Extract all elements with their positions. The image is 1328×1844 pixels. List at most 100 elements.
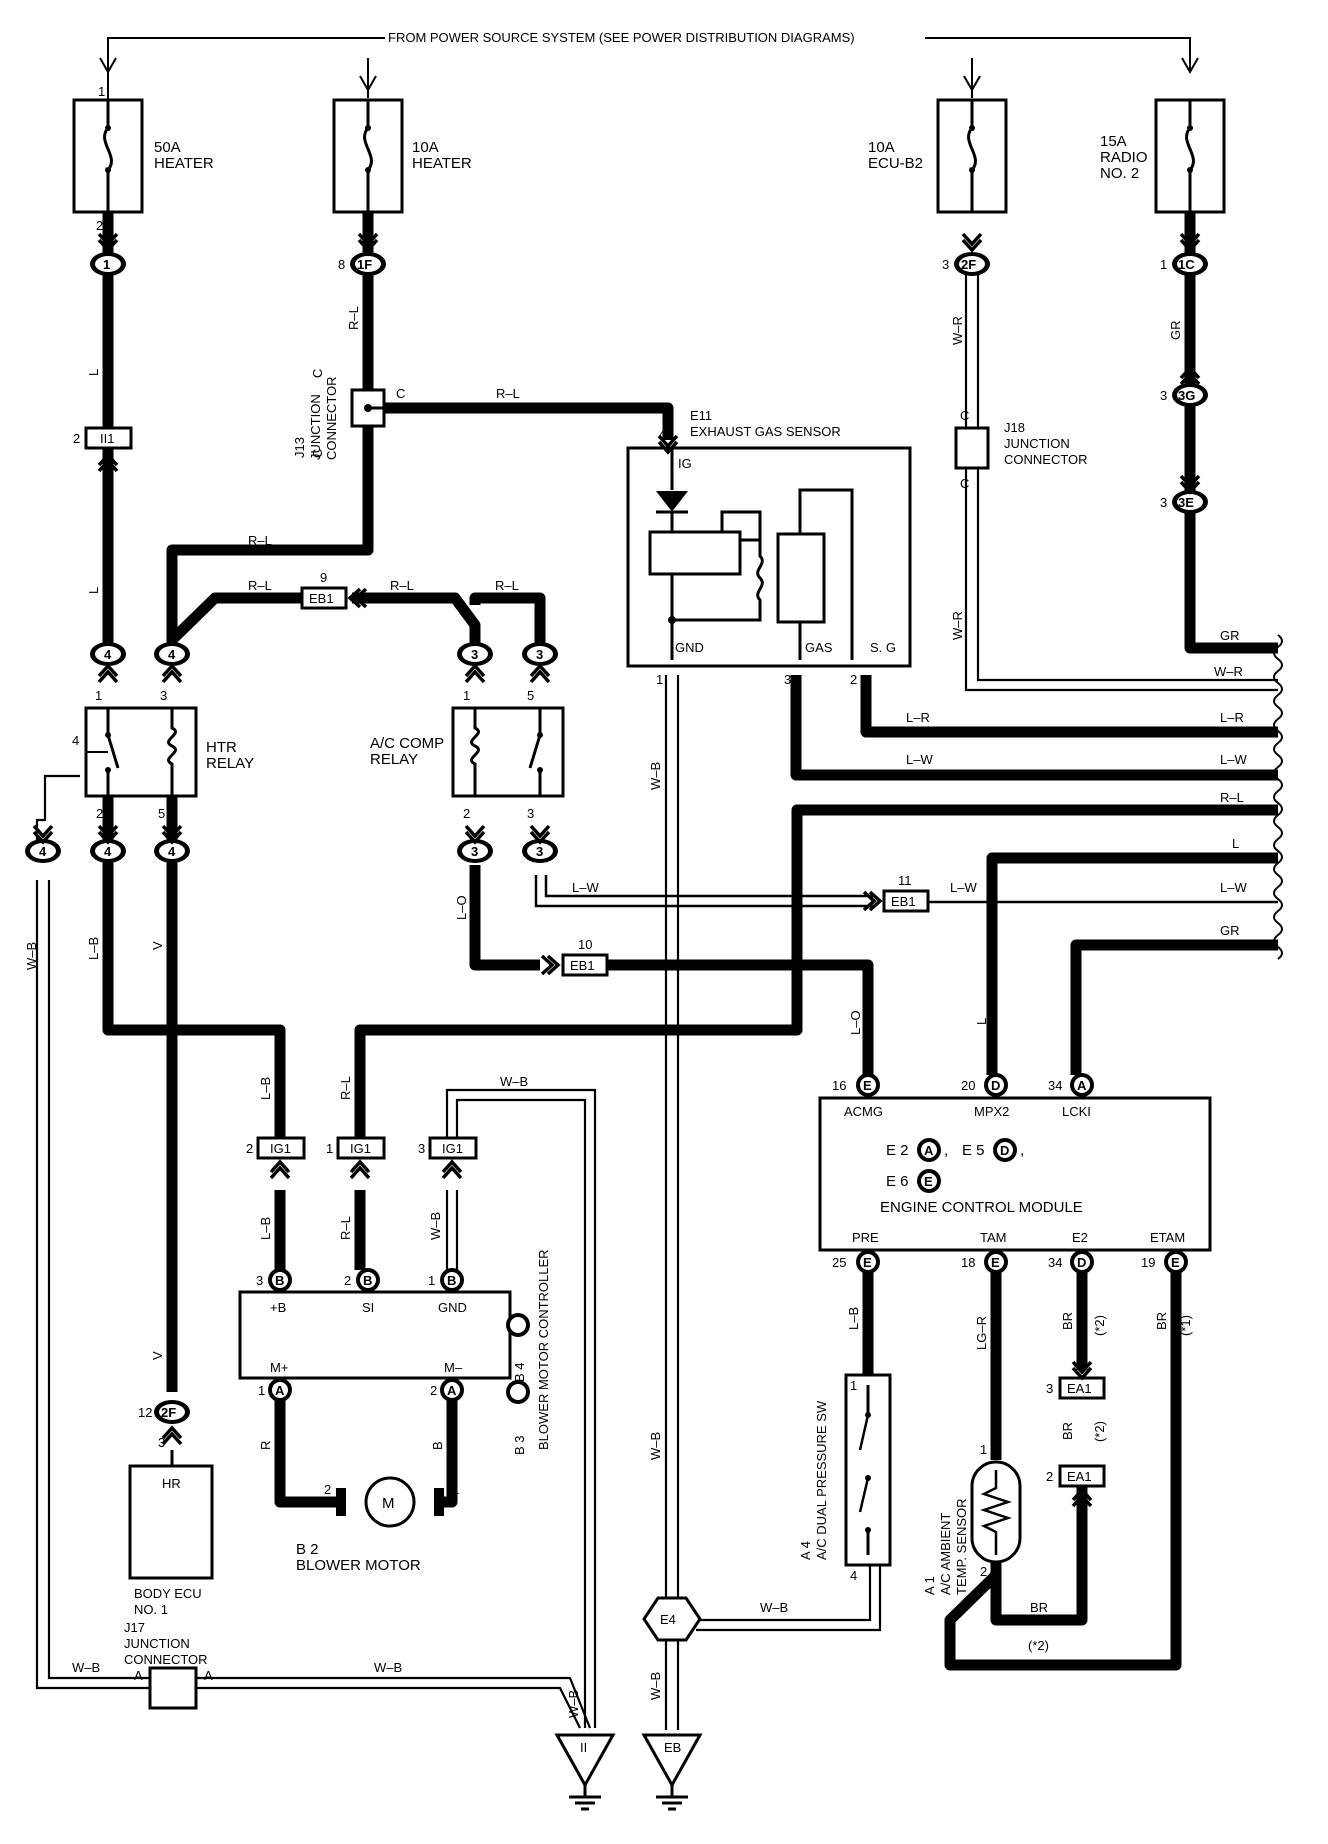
ecm-ref-e2: E 2 xyxy=(886,1142,909,1159)
wire-label-rl: R–L xyxy=(338,1076,353,1100)
wire-note-2: (*2) xyxy=(1028,1638,1049,1653)
connector-pin: 3 xyxy=(1046,1381,1053,1396)
ac-relay-line1: A/C COMP xyxy=(370,735,444,752)
wire-label-rl: R–L xyxy=(390,578,414,593)
connector-label: EB1 xyxy=(891,894,916,909)
wire-label-br: BR xyxy=(1060,1422,1075,1440)
fuse-10a-ecu-b2: 10A ECU-B2 xyxy=(868,98,1008,214)
dual-sw-pin4: 4 xyxy=(850,1568,857,1583)
connector-pin: 2 xyxy=(73,431,80,446)
wire-label-lw: L–W xyxy=(906,752,933,767)
amb-ref: A 1 xyxy=(922,1576,937,1595)
pin-num: 18 xyxy=(961,1255,975,1270)
j18-line2: CONNECTOR xyxy=(1004,452,1088,467)
wire-label-lo: L–O xyxy=(454,895,469,920)
wire-label-rl: R–L xyxy=(248,533,272,548)
connector-pin: 11 xyxy=(898,873,912,888)
blower-motor: M 2 1 B 2 BLOWER MOTOR xyxy=(296,1476,459,1574)
ground-left-label: II xyxy=(580,1740,587,1755)
connector-label: 4 xyxy=(39,844,47,859)
ecm-label-acmg: ACMG xyxy=(844,1104,883,1119)
engine-control-module: ACMG MPX2 LCKI E 2 A , E 5 D , E 6 E ENG… xyxy=(818,1096,1212,1252)
wire-label-v: V xyxy=(150,941,165,950)
wire-label-wr: W–R xyxy=(950,611,965,640)
wire-label-wb: W–B xyxy=(24,942,39,970)
amb-line2: TEMP. SENSOR xyxy=(954,1498,969,1595)
blower-motor-controller: B 3 B 2 B 1 +B SI GND M+ M– A 1 A 2 B 3 … xyxy=(238,1249,551,1455)
pin: 2 xyxy=(324,1482,331,1497)
connector-label: 3 xyxy=(536,844,543,859)
ac-relay-line2: RELAY xyxy=(370,751,418,768)
ecm-label-tam: TAM xyxy=(980,1230,1006,1245)
amb-pin1: 1 xyxy=(980,1442,987,1457)
pin-num: 16 xyxy=(832,1078,846,1093)
e11-pin-sg: 2 xyxy=(850,672,857,687)
j17-pin-right: A xyxy=(204,1668,213,1683)
body-ecu: HR BODY ECU NO. 1 xyxy=(128,1450,214,1617)
pin: 2 xyxy=(96,806,103,821)
j18-junction-connector: C C J18 JUNCTION CONNECTOR xyxy=(954,408,1088,491)
wire-color-labels: L L R–L R–L R–L R–L R–L R–L W–R W–R GR G… xyxy=(24,306,1247,1718)
ecm-label-e2: E2 xyxy=(1072,1230,1088,1245)
wire-label-lb: L–B xyxy=(846,1307,861,1330)
htr-relay-line2: RELAY xyxy=(206,755,254,772)
motor-symbol: M xyxy=(382,1495,395,1512)
e4-label: E4 xyxy=(660,1612,676,1627)
connector-label: EA1 xyxy=(1067,1381,1092,1396)
wire-label-wb: W–B xyxy=(648,762,663,790)
j18-pin-bottom: C xyxy=(960,476,969,491)
body-ecu-line2: NO. 1 xyxy=(134,1602,168,1617)
blower-ctrl-ref2: B 4 xyxy=(512,1362,527,1382)
wire-label-lw: L–W xyxy=(1220,752,1247,767)
wire-label-wb: W–B xyxy=(648,1432,663,1460)
ecm-pin-circles: E 16 D 20 A 34 E 25 E 18 D 34 E 19 xyxy=(832,1073,1188,1274)
pin-conn: A xyxy=(275,1383,285,1398)
pin-conn: B xyxy=(363,1273,372,1288)
ecm-label-lcki: LCKI xyxy=(1062,1104,1091,1119)
wire-label-rl: R–L xyxy=(1220,790,1244,805)
pin-num: 2 xyxy=(430,1383,437,1398)
rect-connectors: II1 2 EB1 9 EB1 10 EB1 11 IG1 2 IG1 1 IG… xyxy=(32,232,1201,1508)
e11-gnd: GND xyxy=(675,640,704,655)
label-m-minus: M– xyxy=(444,1360,463,1375)
e11-gas: GAS xyxy=(805,640,833,655)
wire-label-wr: W–R xyxy=(950,316,965,345)
pin-num: 2 xyxy=(344,1273,351,1288)
connector-label: 1F xyxy=(357,257,372,272)
wires-thick xyxy=(102,212,1278,1671)
wire-label-lr: L–R xyxy=(906,710,930,725)
connector-pin: 1 xyxy=(1160,257,1167,272)
wire-label-l: L xyxy=(1232,836,1239,851)
fuse-amp: 50A xyxy=(154,139,181,156)
label-m-plus: M+ xyxy=(270,1360,288,1375)
connector-label: 4 xyxy=(168,844,176,859)
body-ecu-line1: BODY ECU xyxy=(134,1586,202,1601)
body-ecu-label: HR xyxy=(162,1476,181,1491)
htr-relay: HTR RELAY 1 3 2 5 4 xyxy=(72,688,254,821)
pin-num: 19 xyxy=(1141,1255,1155,1270)
wire-label-gr: GR xyxy=(1220,923,1240,938)
ecm-ref-d: D xyxy=(1000,1143,1009,1158)
wire-label-r: R xyxy=(258,1441,273,1450)
wire-label-gr: GR xyxy=(1220,628,1240,643)
connector-pin: 3 xyxy=(418,1141,425,1156)
wire-label-wr: W–R xyxy=(1214,664,1243,679)
wire-label-gr: GR xyxy=(1168,321,1183,341)
pin-conn: B xyxy=(275,1273,284,1288)
htr-relay-line1: HTR xyxy=(206,739,237,756)
e11-title: E11 xyxy=(690,408,712,423)
wire-label-br: BR xyxy=(1154,1312,1169,1330)
pin: 1 xyxy=(463,688,470,703)
connector-label: 2F xyxy=(161,1405,176,1420)
wire-label-wb: W–B xyxy=(566,1690,581,1718)
blower-ctrl-name: BLOWER MOTOR CONTROLLER xyxy=(536,1249,551,1450)
ac-comp-relay: A/C COMP RELAY 1 5 2 3 xyxy=(370,688,565,821)
wire-break-edge xyxy=(1273,634,1283,960)
j18-line1: JUNCTION xyxy=(1004,436,1070,451)
ac-dual-pressure-switch: 1 4 A 4 A/C DUAL PRESSURE SW xyxy=(798,1373,892,1583)
e11-pin-gnd: 1 xyxy=(656,672,663,687)
wire-label-rl: R–L xyxy=(338,1216,353,1240)
ground-right: EB xyxy=(642,1733,702,1811)
connector-label: 4 xyxy=(104,647,112,662)
label-si: SI xyxy=(362,1300,374,1315)
